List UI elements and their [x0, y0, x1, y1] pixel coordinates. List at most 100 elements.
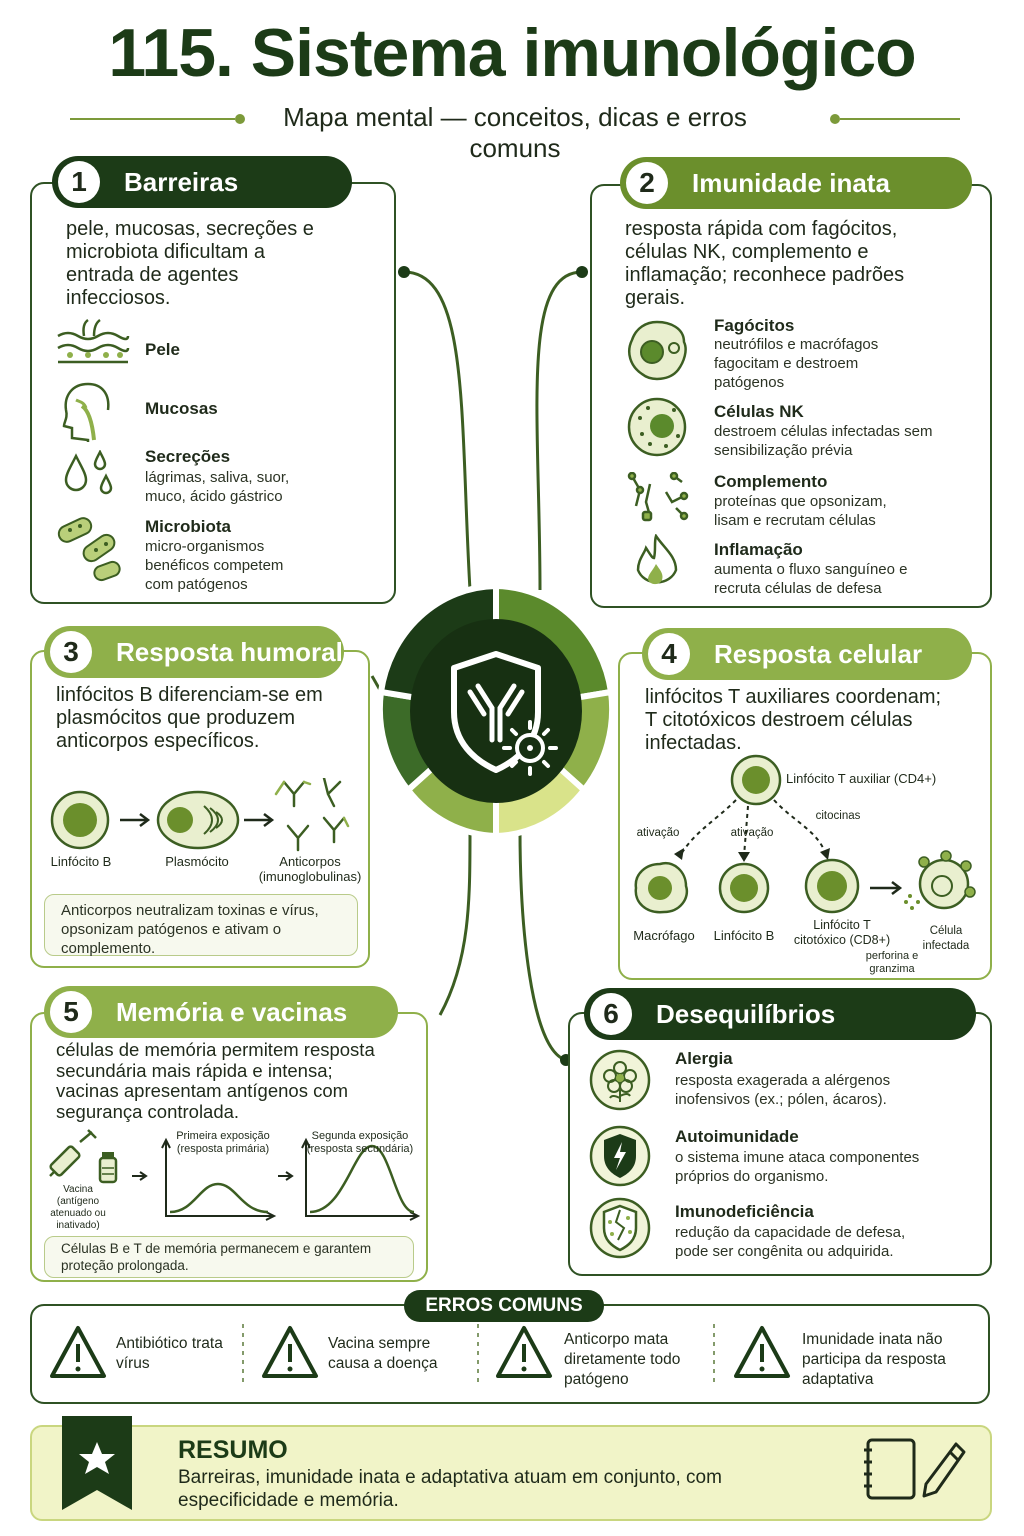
item-text: aumenta o fluxo sanguíneo e recruta célu… — [714, 561, 908, 597]
edge-label: ativação — [730, 827, 774, 839]
helper-label: Linfócito T auxiliar (CD4+) — [786, 771, 937, 786]
flame-icon — [636, 534, 678, 585]
target-label: Célula infectada — [922, 925, 970, 952]
item-text: destroem células infectadas sem sensibil… — [714, 423, 933, 459]
item-text: lágrimas, saliva, suor, muco, ácido gást… — [145, 469, 290, 505]
warning-icon — [50, 1326, 106, 1378]
item-text: proteínas que opsonizam, lisam e recruta… — [714, 493, 887, 529]
shield-bolt-icon — [589, 1125, 651, 1187]
subtitle-dot-right — [830, 114, 840, 124]
target-label: Macrófago — [633, 928, 695, 943]
item-text: resposta exagerada a alérgenos inofensiv… — [675, 1072, 891, 1108]
section-barreiras-card — [30, 182, 396, 604]
error-item: Antibiótico trata vírus — [116, 1335, 223, 1372]
section-number: 1 — [58, 161, 100, 203]
section-resposta-celular-header: 4 Resposta celular — [642, 628, 972, 680]
target-label: Linfócito T citotóxico (CD8+) — [793, 918, 891, 947]
flow-label: Anticorpos (imunoglobulinas) — [258, 854, 362, 884]
section-barreiras-header: 1 Barreiras — [52, 156, 352, 208]
item-title: Autoimunidade — [675, 1127, 799, 1146]
section-resposta-humoral-header: 3 Resposta humoral — [44, 626, 344, 678]
section-number: 6 — [590, 993, 632, 1035]
connector-s6 — [518, 829, 567, 1062]
page-subtitle: Mapa mental — conceitos, dicas e erros c… — [283, 102, 747, 163]
secondary-response-graph — [301, 1137, 421, 1221]
memory-graphs — [49, 1129, 421, 1221]
edge-label: citocinas — [815, 810, 861, 822]
cellular-response-diagram — [634, 754, 976, 914]
helper-t-cell-icon — [730, 754, 782, 806]
section-number: 5 — [50, 991, 92, 1033]
nk-cell-icon — [627, 397, 687, 457]
b-cell-icon — [50, 790, 110, 850]
phagocyte-icon — [628, 320, 687, 381]
section-description: linfócitos B diferenciam-se em plasmócit… — [56, 684, 323, 752]
item-text: micro-organismos benéficos competem com … — [145, 538, 284, 593]
item-title: Imunodeficiência — [675, 1202, 814, 1221]
error-item: Imunidade inata não participa da respost… — [802, 1331, 946, 1388]
section-imunidade-inata-header: 2 Imunidade inata — [620, 157, 972, 209]
errors-title: ERROS COMUNS — [404, 1290, 604, 1322]
item-title: Microbiota — [145, 517, 231, 536]
humoral-flow-diagram — [50, 778, 350, 852]
warning-icon — [262, 1326, 318, 1378]
item-title: Alergia — [675, 1049, 733, 1068]
section-description: células de memória permitem resposta sec… — [56, 1039, 375, 1122]
item-text: neutrófilos e macrófagos fagocitam e des… — [714, 336, 879, 391]
graph1-label: Primeira exposição (resposta primária) — [176, 1130, 270, 1155]
flow-label: Plasmócito — [165, 854, 229, 869]
section-number: 4 — [648, 633, 690, 675]
syringe-icon — [49, 1129, 97, 1177]
error-item: Vacina sempre causa a doença — [328, 1335, 438, 1372]
connector-s5 — [438, 829, 472, 1016]
section-description: linfócitos T auxiliares coordenam; T cit… — [645, 686, 942, 754]
plasma-cell-icon — [156, 790, 240, 850]
humoral-note: Anticorpos neutralizam toxinas e vírus, … — [44, 894, 358, 957]
item-title: Células NK — [714, 402, 804, 421]
star-bookmark-icon — [62, 1416, 132, 1510]
memory-note: Células B e T de memória permanecem e ga… — [44, 1236, 414, 1278]
item-title: Fagócitos — [714, 316, 795, 335]
section-description: pele, mucosas, secreções e microbiota di… — [66, 218, 314, 309]
primary-response-graph — [161, 1137, 277, 1221]
section-title: Memória e vacinas — [116, 996, 348, 1027]
item-title: Secreções — [145, 447, 231, 466]
vaccine-label: Vacina (antígeno atenuado ou inativado) — [50, 1184, 106, 1231]
infected-cell-icon — [918, 850, 976, 910]
item-title: Complemento — [714, 472, 828, 491]
subtitle-row: Mapa mental — conceitos, dicas e erros c… — [70, 102, 960, 163]
broken-shield-icon — [589, 1197, 651, 1259]
item-title: Mucosas — [145, 399, 218, 418]
item-title: Inflamação — [714, 540, 803, 559]
subtitle-line-right — [840, 118, 960, 120]
errors-icons — [50, 1324, 790, 1386]
antibodies-icon — [282, 778, 346, 852]
summary-text: Barreiras, imunidade inata e adaptativa … — [178, 1467, 722, 1511]
subtitle-line-left — [70, 118, 235, 120]
section-title: Resposta celular — [714, 638, 923, 669]
graph2-label: Segunda exposição (resposta secundária) — [306, 1130, 414, 1155]
b-lymphocyte-icon — [718, 862, 770, 914]
section-desequilibrios-header: 6 Desequilíbrios — [584, 988, 976, 1040]
connector-s2 — [535, 270, 583, 591]
subtitle-dot-left — [235, 114, 245, 124]
section-number: 2 — [626, 162, 668, 204]
center-emblem — [378, 582, 614, 840]
notebook-pencil-icon — [864, 1438, 966, 1500]
complement-icon — [627, 472, 689, 522]
perforin-label: perforina e granzima — [865, 950, 919, 975]
macrophage-icon — [634, 861, 689, 914]
section-title: Resposta humoral — [116, 636, 343, 667]
page-title: 115. Sistema imunológico — [108, 15, 916, 91]
item-text: o sistema imune ataca componentes própri… — [675, 1149, 920, 1185]
vial-icon — [98, 1152, 118, 1184]
drops-icon — [64, 450, 113, 495]
section-title: Imunidade inata — [692, 167, 890, 198]
item-title: Pele — [145, 340, 180, 359]
item-text: redução da capacidade de defesa, pode se… — [675, 1224, 906, 1260]
warning-icon — [734, 1326, 790, 1378]
head-mucosa-icon — [62, 382, 110, 442]
cytotoxic-t-cell-icon — [804, 858, 860, 914]
connector-dot-s1 — [398, 266, 410, 278]
